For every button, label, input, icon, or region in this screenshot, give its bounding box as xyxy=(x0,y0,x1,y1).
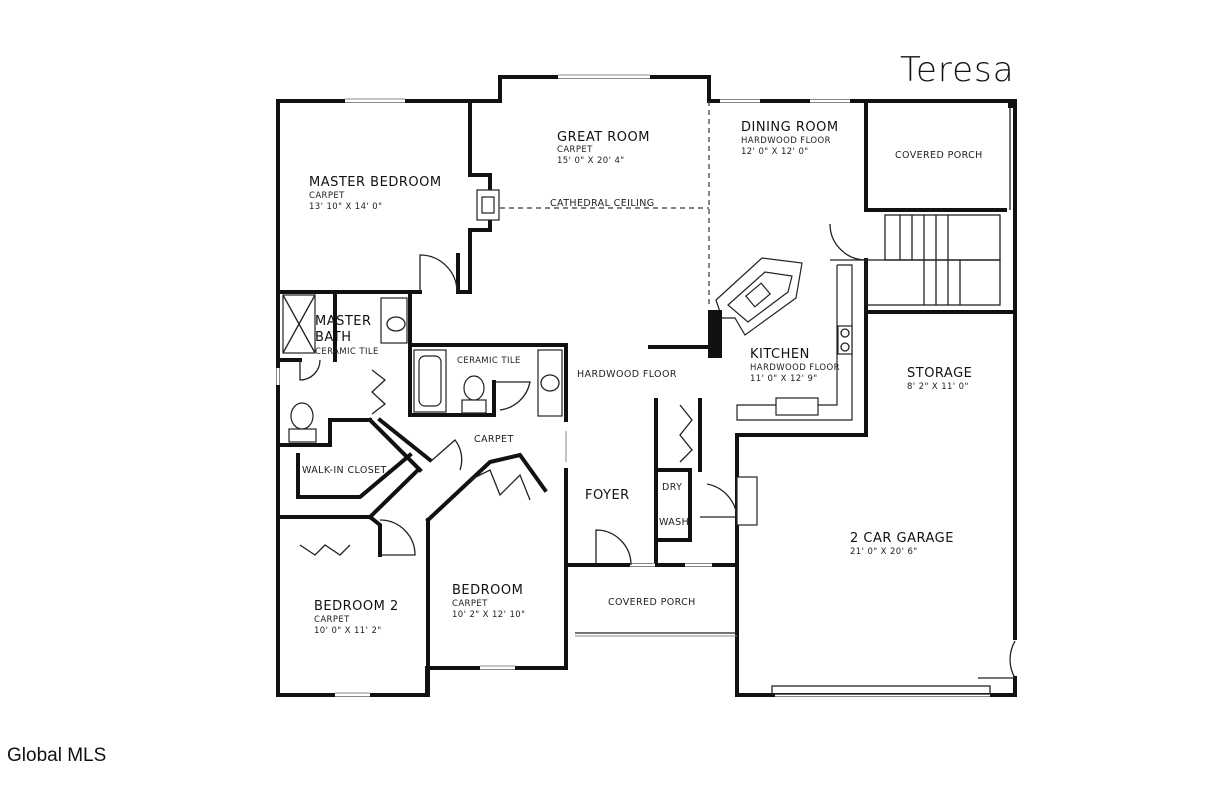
closet-doors xyxy=(299,404,693,556)
fireplace xyxy=(476,189,500,221)
master-bedroom-name: MASTER BEDROOM xyxy=(309,175,442,190)
bedroom-floor: CARPET xyxy=(452,599,488,609)
dining-room-name: DINING ROOM xyxy=(741,120,839,135)
bedroom2-size: 10' 0" X 11' 2" xyxy=(314,626,382,636)
master-bedroom-floor: CARPET xyxy=(309,191,345,201)
master-bath-name-1: MASTER xyxy=(315,314,372,329)
walk-in-closet-name: WALK-IN CLOSET xyxy=(302,465,387,476)
kitchen-counters xyxy=(708,257,853,421)
cathedral-ceiling-label: CATHEDRAL CEILING xyxy=(550,198,655,209)
master-bedroom-size: 13' 10" X 14' 0" xyxy=(309,202,382,212)
great-room-name: GREAT ROOM xyxy=(557,130,650,145)
great-room-size: 15' 0" X 20' 4" xyxy=(557,156,625,166)
bedroom-name: BEDROOM xyxy=(452,583,523,598)
kitchen-size: 11' 0" X 12' 9" xyxy=(750,374,818,384)
kitchen-floor: HARDWOOD FLOOR xyxy=(750,363,840,373)
storage-size: 8' 2" X 11' 0" xyxy=(907,382,969,392)
foyer-name: FOYER xyxy=(585,488,630,503)
dining-room-size: 12' 0" X 12' 0" xyxy=(741,147,809,157)
master-bath-name-2: BATH xyxy=(315,330,352,345)
covered-porch-front-name: COVERED PORCH xyxy=(608,597,696,608)
dryer-label: DRY xyxy=(662,482,682,493)
bath2-fixtures xyxy=(413,349,563,417)
storage-name: STORAGE xyxy=(907,366,972,381)
garage-name: 2 CAR GARAGE xyxy=(850,531,954,546)
great-room-floor: CARPET xyxy=(557,145,593,155)
plan-title: Teresa xyxy=(900,50,1015,90)
bath2-floor: CERAMIC TILE xyxy=(457,356,521,366)
room-labels: GREAT ROOM CARPET 15' 0" X 20' 4" CATHED… xyxy=(302,120,983,636)
master-bath-floor: CERAMIC TILE xyxy=(315,347,379,357)
dining-room-floor: HARDWOOD FLOOR xyxy=(741,136,831,146)
garage-size: 21' 0" X 20' 6" xyxy=(850,547,918,557)
master-bath-fixtures xyxy=(282,294,408,443)
bedroom2-name: BEDROOM 2 xyxy=(314,599,399,614)
washer-label: WASH xyxy=(659,517,689,528)
bedroom-size: 10' 2" X 12' 10" xyxy=(452,610,525,620)
kitchen-name: KITCHEN xyxy=(750,347,810,362)
covered-porch-top-name: COVERED PORCH xyxy=(895,150,983,161)
stairs xyxy=(865,99,1017,306)
hardwood-floor-label: HARDWOOD FLOOR xyxy=(577,369,677,380)
doors xyxy=(299,223,1017,679)
bedroom2-floor: CARPET xyxy=(314,615,350,625)
interior-walls xyxy=(276,99,1017,697)
windows xyxy=(276,74,991,697)
hall-carpet-label: CARPET xyxy=(474,434,514,445)
watermark: Global MLS xyxy=(7,745,107,766)
